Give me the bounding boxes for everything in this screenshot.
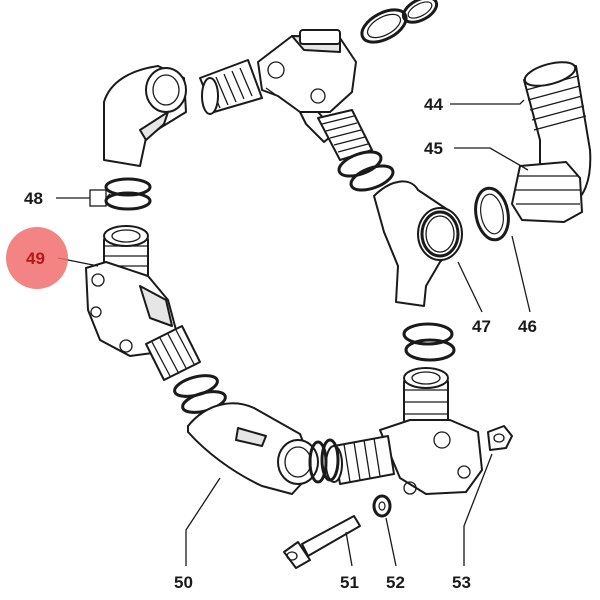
- callout-labels: 44 45 46 47 48 49 50 51 52 53: [24, 95, 537, 592]
- callout-52: 52: [386, 573, 405, 592]
- part-49-left-manifold: [85, 225, 201, 381]
- upper-right-rings: [337, 150, 395, 192]
- part-48-seal-rings: [104, 177, 152, 211]
- callout-49: 49: [26, 249, 45, 268]
- part-45-union-nut: [511, 161, 583, 223]
- lower-right-manifold: [325, 367, 483, 495]
- top-left-elbow: [103, 65, 187, 167]
- callout-46: 46: [518, 317, 537, 336]
- lower-connector-rings: [308, 438, 340, 484]
- callout-53: 53: [452, 573, 471, 592]
- callout-44: 44: [424, 95, 443, 114]
- highlight-marker: [6, 227, 68, 289]
- part-47-center-elbow: [373, 180, 463, 307]
- callout-48: 48: [24, 189, 43, 208]
- callout-51: 51: [340, 573, 359, 592]
- top-left-connector: [199, 59, 263, 115]
- top-seal-rings: [360, 0, 439, 44]
- part-46-seal-ring: [474, 186, 510, 242]
- part-52-washer: [372, 494, 392, 518]
- upper-manifold: [257, 29, 373, 161]
- lower-center-rings: [402, 322, 456, 362]
- callout-45: 45: [424, 139, 443, 158]
- callout-47: 47: [472, 317, 491, 336]
- part-51-bolt: [283, 515, 361, 569]
- part-50-lower-elbow: [187, 402, 319, 495]
- callout-50: 50: [174, 573, 193, 592]
- part-53-gasket: [487, 425, 513, 451]
- callout-leaders: [56, 99, 531, 567]
